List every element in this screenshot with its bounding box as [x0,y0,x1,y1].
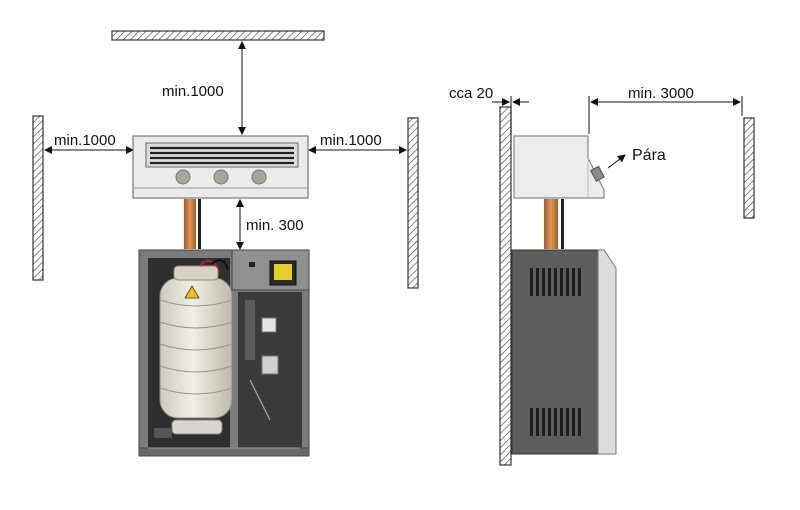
cylinder-top [173,265,219,281]
warning-label [184,285,200,299]
humidifier-side [511,249,617,455]
upper-vents [530,268,581,296]
steam-cylinder [159,265,233,419]
side-steam-pipe [544,199,558,249]
steam-distributor-panel [132,135,309,199]
air-grille [145,142,299,168]
left-wall [32,115,44,281]
knob-2 [213,169,229,185]
back-wall [499,106,512,466]
steam-label: Pára [632,147,666,164]
right-clearance-label: min.1000 [320,132,382,149]
left-clearance-label: min.1000 [54,132,116,149]
contactor [261,317,277,333]
display-screen [274,264,292,280]
steam-outlet [589,165,605,182]
front-clearance-label: min. 3000 [628,85,694,102]
right-side-view: cca 20 min. 3000 Pára [449,85,755,466]
wall-gap-label: cca 20 [449,85,493,102]
right-wall [407,117,419,289]
distributor-side [513,135,605,199]
unit-base [138,447,310,457]
drain-assembly [171,419,223,435]
power-switch [249,262,255,267]
circuit-breaker [261,355,279,375]
condensate-hose [198,199,201,249]
terminal-strip [245,300,255,360]
opposite-wall [743,117,755,219]
inlet-valve [154,428,172,438]
steam-pipe [184,199,196,249]
left-front-view: min.1000 min.1000 min.1000 mi [32,30,419,457]
lower-vents [530,408,581,436]
steam-direction-arrow [607,154,626,169]
top-clearance-label: min.1000 [162,83,224,100]
humidifier-unit [138,249,310,457]
ceiling [111,30,325,41]
knob-3 [251,169,267,185]
bottom-clearance-label: min. 300 [246,217,304,234]
knob-1 [175,169,191,185]
side-condensate-hose [561,199,564,249]
door-edge [597,249,617,455]
